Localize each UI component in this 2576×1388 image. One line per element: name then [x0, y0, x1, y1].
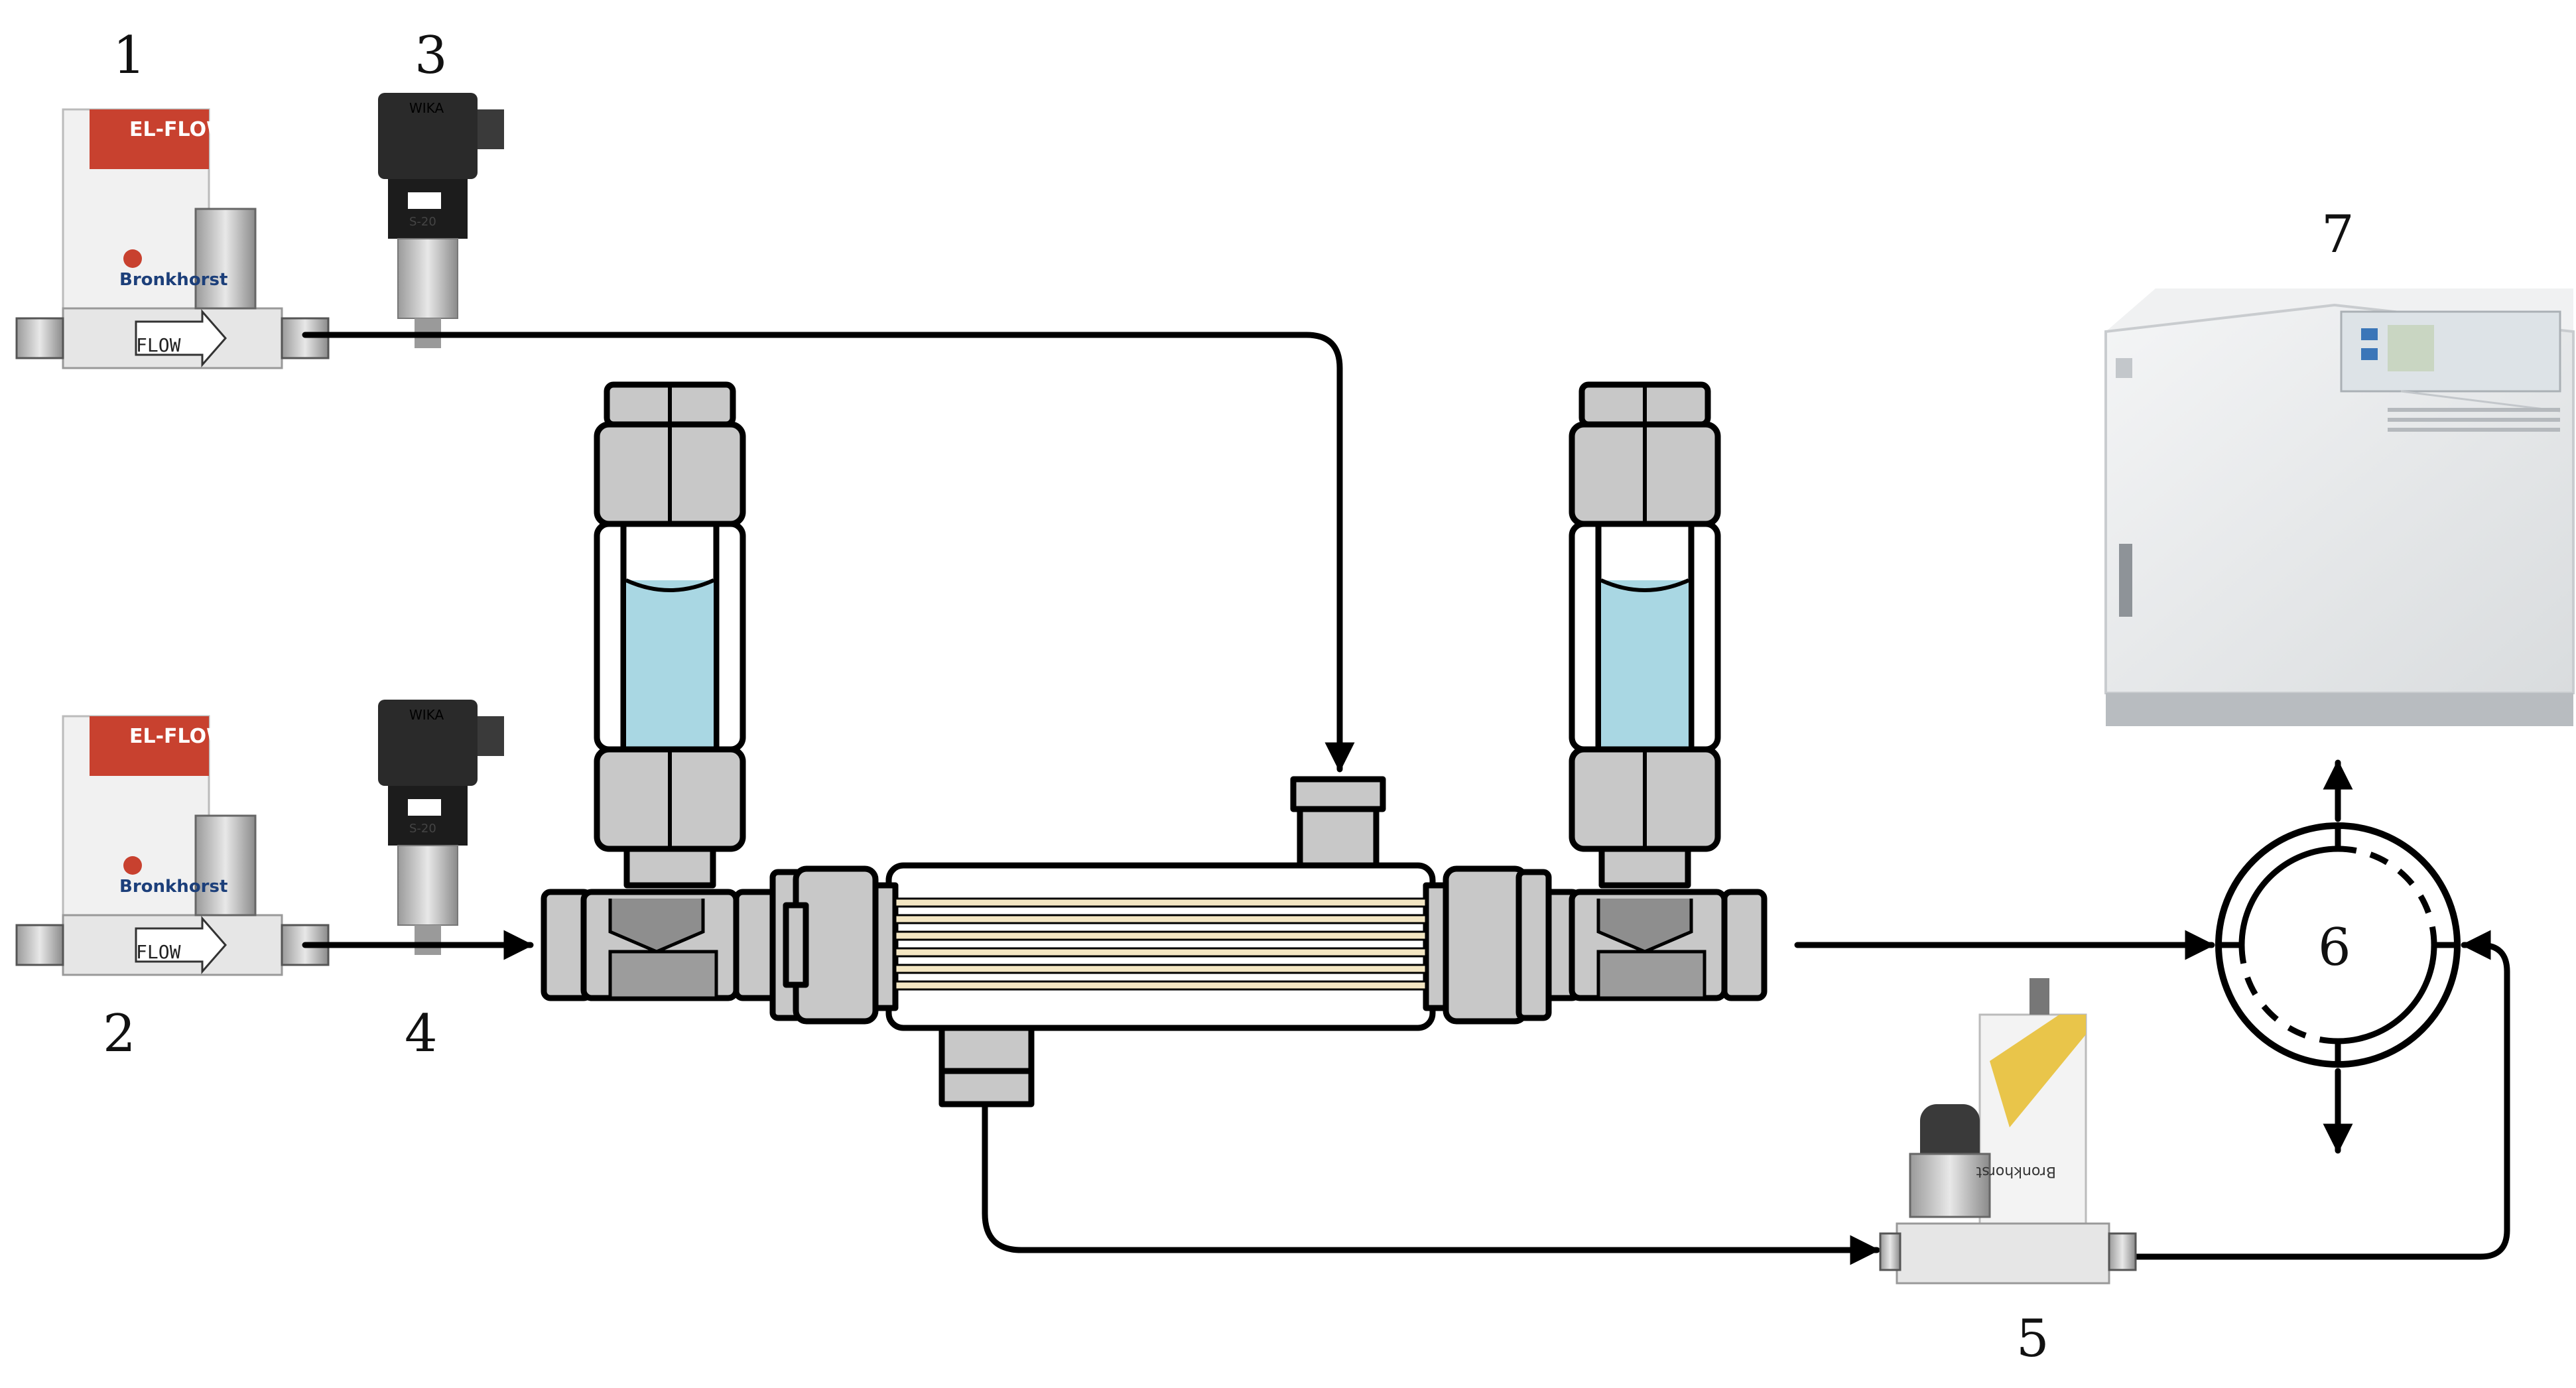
number-labels: 1 3 2 4 5 6 7	[103, 26, 2354, 1369]
mfc-1-brand: Bronkhorst	[119, 270, 227, 290]
membrane-module	[769, 776, 1552, 1107]
mfc-2-flow-label: FLOW	[136, 941, 181, 963]
label-4: 4	[405, 1004, 438, 1064]
label-3: 3	[415, 26, 448, 86]
mfc-2-brand: Bronkhorst	[119, 877, 227, 897]
pressure-sensor-3: WIKA S-20	[377, 92, 505, 349]
pipe-return	[2106, 930, 2510, 1260]
mfc-1-flow-label: FLOW	[136, 334, 181, 356]
incubator-oven-7	[2104, 288, 2575, 726]
mass-flow-controller-2: EL-FLOW Bronkhorst FLOW	[15, 715, 330, 976]
four-way-valve-6	[2215, 822, 2461, 1068]
mfc-1-model: EL-FLOW	[129, 118, 228, 141]
piping	[302, 332, 2510, 1265]
label-6: 6	[2318, 918, 2351, 978]
pressure-sensor-4: WIKA S-20	[377, 699, 505, 956]
pipe-permeate	[982, 1101, 1880, 1265]
mfm-5-brand: Bronkhorst	[1976, 1163, 2056, 1180]
sensor-4-brand: WIKA	[409, 707, 444, 723]
label-2: 2	[103, 1004, 136, 1064]
label-7: 7	[2321, 205, 2354, 265]
mass-flow-meter-5: Bronkhorst	[1879, 978, 2137, 1285]
label-5: 5	[2016, 1309, 2049, 1369]
mfc-2-model: EL-FLOW	[129, 725, 228, 748]
right-tee-fitting	[1532, 892, 1764, 998]
sensor-3-brand: WIKA	[409, 100, 444, 116]
right-sight-glass	[1572, 385, 1718, 885]
sensor-3-model: S-20	[409, 215, 436, 229]
pipe-feed-top	[302, 332, 1355, 773]
label-1: 1	[113, 26, 146, 86]
sensor-4-model: S-20	[409, 822, 436, 836]
mass-flow-controller-1: EL-FLOW Bronkhorst FLOW	[15, 108, 330, 369]
hollow-fiber-bundle	[894, 897, 1427, 991]
left-sight-glass	[597, 385, 743, 885]
left-tee-fitting	[544, 892, 776, 998]
